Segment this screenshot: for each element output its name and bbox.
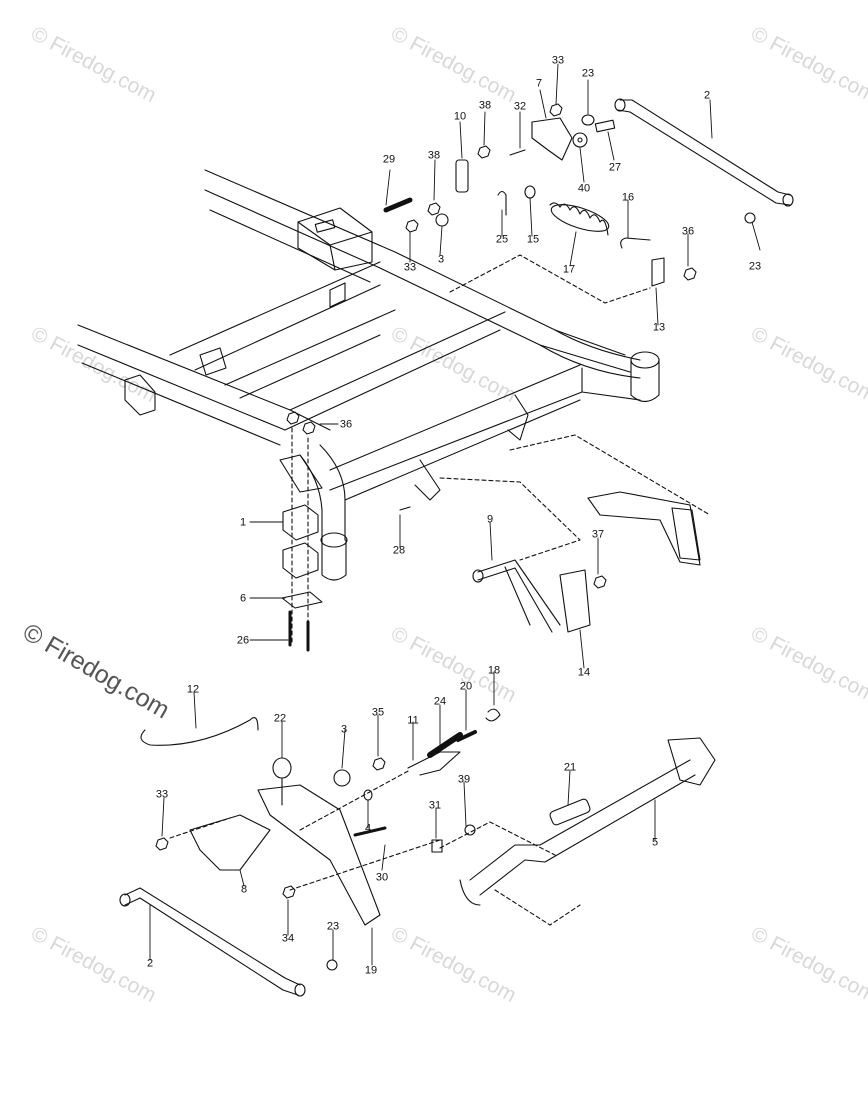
mid-linkage-parts bbox=[399, 491, 701, 633]
callout-15: 15 bbox=[526, 233, 540, 246]
callout-40: 40 bbox=[577, 182, 591, 195]
callout-12: 12 bbox=[186, 683, 200, 696]
callout-38-top: 38 bbox=[478, 99, 492, 112]
callout-23-bottom: 23 bbox=[326, 920, 340, 933]
lower-pedal-parts bbox=[119, 708, 716, 997]
callout-8: 8 bbox=[240, 883, 248, 896]
rear-mount-parts bbox=[281, 411, 323, 652]
callout-13: 13 bbox=[652, 321, 666, 334]
callout-22: 22 bbox=[273, 712, 287, 725]
callout-35: 35 bbox=[371, 706, 385, 719]
callout-11: 11 bbox=[407, 714, 419, 727]
callout-36-mid: 36 bbox=[339, 418, 353, 431]
callout-39: 39 bbox=[457, 773, 471, 786]
callout-18: 18 bbox=[487, 664, 501, 677]
callout-10: 10 bbox=[453, 110, 467, 123]
callout-33-top: 33 bbox=[551, 54, 565, 67]
callout-14: 14 bbox=[577, 666, 591, 679]
callout-1: 1 bbox=[239, 516, 247, 529]
callout-25: 25 bbox=[495, 233, 509, 246]
mower-frame bbox=[77, 169, 711, 581]
callout-38-mid: 38 bbox=[427, 149, 441, 162]
callout-33-bottom: 33 bbox=[155, 788, 169, 801]
callout-19: 19 bbox=[364, 964, 378, 977]
callout-34: 34 bbox=[281, 932, 295, 945]
callout-29: 29 bbox=[382, 153, 396, 166]
callout-5: 5 bbox=[651, 836, 659, 849]
callout-3-top: 3 bbox=[437, 253, 445, 266]
callout-37: 37 bbox=[591, 528, 605, 541]
callout-16: 16 bbox=[621, 191, 635, 204]
callout-17: 17 bbox=[562, 263, 576, 276]
callout-31: 31 bbox=[428, 799, 442, 812]
callout-30: 30 bbox=[375, 871, 389, 884]
callout-7: 7 bbox=[535, 77, 543, 90]
callout-33-mid: 33 bbox=[403, 261, 417, 274]
callout-36-top: 36 bbox=[681, 225, 695, 238]
callout-28: 28 bbox=[392, 544, 406, 557]
callout-4: 4 bbox=[364, 822, 372, 835]
callout-23-top: 23 bbox=[581, 67, 595, 80]
callout-6: 6 bbox=[239, 592, 247, 605]
callout-24: 24 bbox=[433, 695, 447, 708]
callout-26: 26 bbox=[236, 634, 250, 647]
callout-2-bottom: 2 bbox=[146, 957, 154, 970]
callout-32: 32 bbox=[513, 100, 527, 113]
upper-linkage-parts bbox=[383, 98, 794, 287]
callout-21: 21 bbox=[563, 761, 577, 774]
callout-20: 20 bbox=[459, 680, 473, 693]
callout-23-right: 23 bbox=[748, 260, 762, 273]
callout-9: 9 bbox=[486, 513, 494, 526]
callout-3-bottom: 3 bbox=[340, 723, 348, 736]
leader-lines bbox=[149, 63, 761, 966]
callout-2-top: 2 bbox=[703, 89, 711, 102]
callout-27: 27 bbox=[608, 161, 622, 174]
